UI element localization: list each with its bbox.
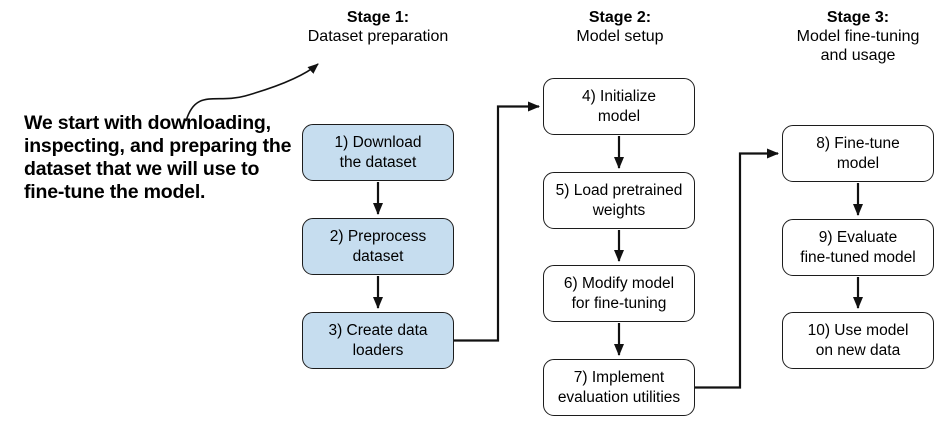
stage-2-header: Stage 2: Model setup: [520, 8, 720, 46]
flow-node-initialize-model: 4) Initialize model: [543, 78, 695, 135]
flow-node-load-pretrained-weights: 5) Load pretrained weights: [543, 172, 695, 229]
stage-3-header: Stage 3: Model fine-tuning and usage: [758, 8, 942, 65]
flow-node-modify-model: 6) Modify model for fine-tuning: [543, 265, 695, 322]
stage-2-subtitle: Model setup: [576, 28, 664, 45]
annotation-note: We start with downloading, inspecting, a…: [24, 112, 292, 203]
stage-1-title: Stage 1:: [346, 9, 410, 26]
flow-node-download-dataset: 1) Download the dataset: [302, 124, 454, 181]
flow-node-implement-evaluation-utilities: 7) Implement evaluation utilities: [543, 359, 695, 416]
stage-1-header: Stage 1: Dataset preparation: [278, 8, 478, 46]
elbow-node7-node8: [695, 148, 779, 389]
elbow-node3-node4: [454, 101, 540, 342]
flow-node-preprocess-dataset: 2) Preprocess dataset: [302, 218, 454, 275]
stage-2-title: Stage 2:: [588, 9, 652, 26]
flow-node-use-model-on-new-data: 10) Use model on new data: [782, 312, 934, 369]
stage-3-subtitle: Model fine-tuning and usage: [796, 28, 920, 64]
flow-node-evaluate-fine-tuned-model: 9) Evaluate fine-tuned model: [782, 219, 934, 276]
stage-3-title: Stage 3:: [826, 9, 890, 26]
stage-1-subtitle: Dataset preparation: [307, 28, 449, 45]
flow-node-create-data-loaders: 3) Create data loaders: [302, 312, 454, 369]
flow-node-fine-tune-model: 8) Fine-tune model: [782, 125, 934, 182]
